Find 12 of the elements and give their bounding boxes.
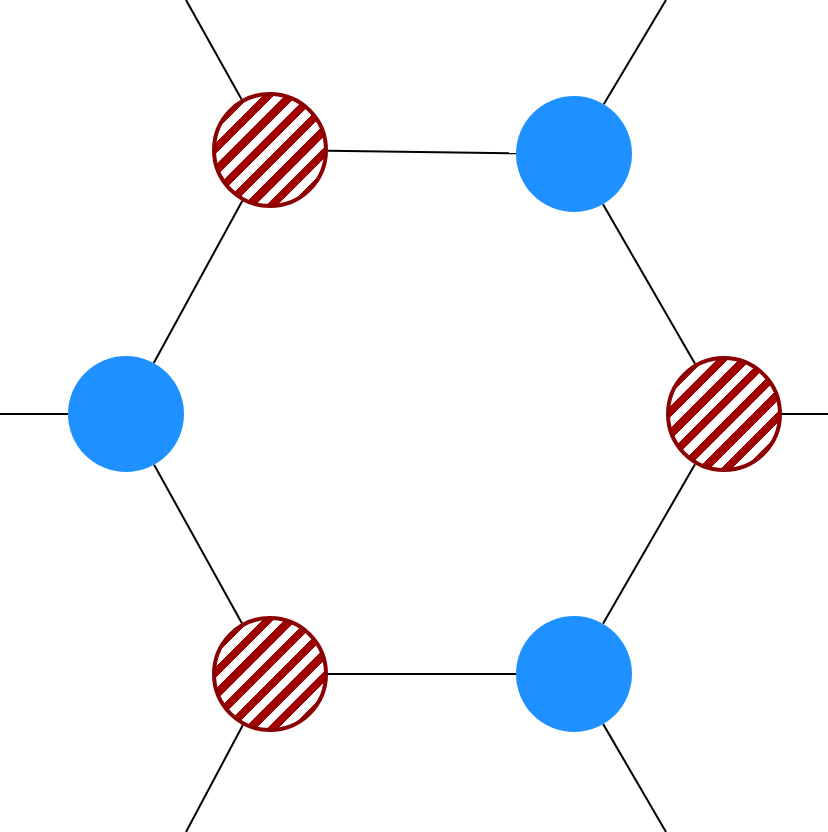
connector-line	[185, 724, 244, 832]
connector-line	[602, 463, 696, 625]
connector-line	[781, 413, 828, 415]
connector-line	[152, 199, 244, 365]
connector-line	[327, 673, 517, 675]
connector-line	[602, 0, 667, 106]
connector-line	[327, 149, 517, 155]
connector-line	[153, 463, 243, 625]
connector-line	[0, 413, 69, 415]
connector-line	[602, 203, 696, 365]
connector-line	[602, 723, 667, 832]
connector-line	[185, 0, 243, 101]
